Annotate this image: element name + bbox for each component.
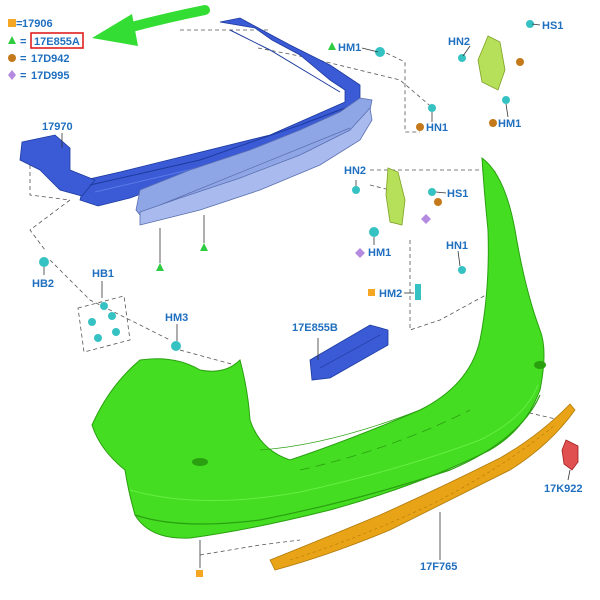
clip-icon	[369, 227, 379, 237]
clip-icon	[502, 96, 510, 104]
legend-diamond-marker	[8, 70, 16, 80]
legend-eq-4: =	[20, 70, 26, 82]
circle-marker-17d942	[489, 119, 497, 127]
label-17970[interactable]: 17970	[42, 121, 73, 133]
lower-valance-lip	[269, 403, 576, 571]
clip-icon	[415, 284, 421, 300]
legend: 17906 = = 17E855A = 17D942 = 17D995	[8, 18, 84, 82]
legend-code-1: 17906	[22, 18, 53, 30]
part-labels: HM1 HN2 HS1 HN1 HM1 17970 HN2 HS1 HM1 HN…	[32, 20, 583, 573]
clip-icon	[428, 188, 436, 196]
square-marker-17906	[368, 289, 375, 296]
label-hb1[interactable]: HB1	[92, 268, 114, 280]
diamond-marker-17d995	[421, 214, 431, 224]
rear-bumper-reinforcement-beam	[19, 17, 361, 207]
label-hm3[interactable]: HM3	[165, 312, 188, 324]
label-hm1-low[interactable]: HM1	[368, 247, 391, 259]
label-hm1-mid[interactable]: HM1	[498, 118, 521, 130]
clip-icon	[428, 104, 436, 112]
clip-icon	[352, 186, 360, 194]
clip-icon	[375, 47, 385, 57]
diamond-marker-17d995	[355, 248, 365, 258]
circle-marker-17d942	[416, 123, 424, 131]
reflector-17k922	[561, 439, 579, 471]
bumper-bracket-mid	[385, 167, 406, 226]
label-17f765[interactable]: 17F765	[420, 561, 457, 573]
legend-circle-marker	[8, 54, 16, 62]
clip-icon	[458, 266, 466, 274]
clip-icon	[171, 341, 181, 351]
energy-absorber	[135, 97, 373, 226]
label-17e855b[interactable]: 17E855B	[292, 322, 338, 334]
legend-square-marker	[8, 19, 16, 27]
clip-icon	[39, 257, 49, 267]
legend-code-3: 17D942	[31, 53, 70, 65]
green-arrow-icon	[92, 5, 210, 46]
bumper-bracket-upper	[477, 35, 506, 91]
label-hb2[interactable]: HB2	[32, 278, 54, 290]
label-hs1-top[interactable]: HS1	[542, 20, 563, 32]
legend-triangle-marker	[8, 36, 16, 44]
rear-bumper-cover	[91, 156, 546, 539]
legend-eq-3: =	[20, 53, 26, 65]
legend-code-2[interactable]: 17E855A	[34, 36, 80, 48]
leader-lines	[43, 23, 571, 568]
label-hm2[interactable]: HM2	[379, 288, 402, 300]
label-hn1-mid[interactable]: HN1	[426, 122, 448, 134]
legend-eq-2: =	[20, 36, 26, 48]
legend-eq-1: =	[16, 18, 22, 30]
circle-marker-17d942	[434, 198, 442, 206]
label-hm1-top[interactable]: HM1	[338, 42, 361, 54]
circle-marker-17d942	[516, 58, 524, 66]
hb1-clip-group	[77, 295, 131, 353]
lower-absorber-block	[309, 324, 389, 381]
label-hn2-mid[interactable]: HN2	[344, 165, 366, 177]
fasteners	[39, 20, 534, 351]
label-hn1-low[interactable]: HN1	[446, 240, 468, 252]
legend-code-4: 17D995	[31, 70, 70, 82]
triangle-marker-17e855a	[156, 263, 164, 271]
legend-highlight-box	[30, 32, 84, 49]
triangle-marker-17e855a	[200, 243, 208, 251]
triangle-marker-hm1	[328, 42, 336, 50]
label-hs1-mid[interactable]: HS1	[447, 188, 468, 200]
clip-icon	[458, 54, 466, 62]
square-marker-17906	[196, 570, 203, 577]
clip-icon	[526, 20, 534, 28]
label-17k922[interactable]: 17K922	[544, 483, 583, 495]
label-hn2-top[interactable]: HN2	[448, 36, 470, 48]
